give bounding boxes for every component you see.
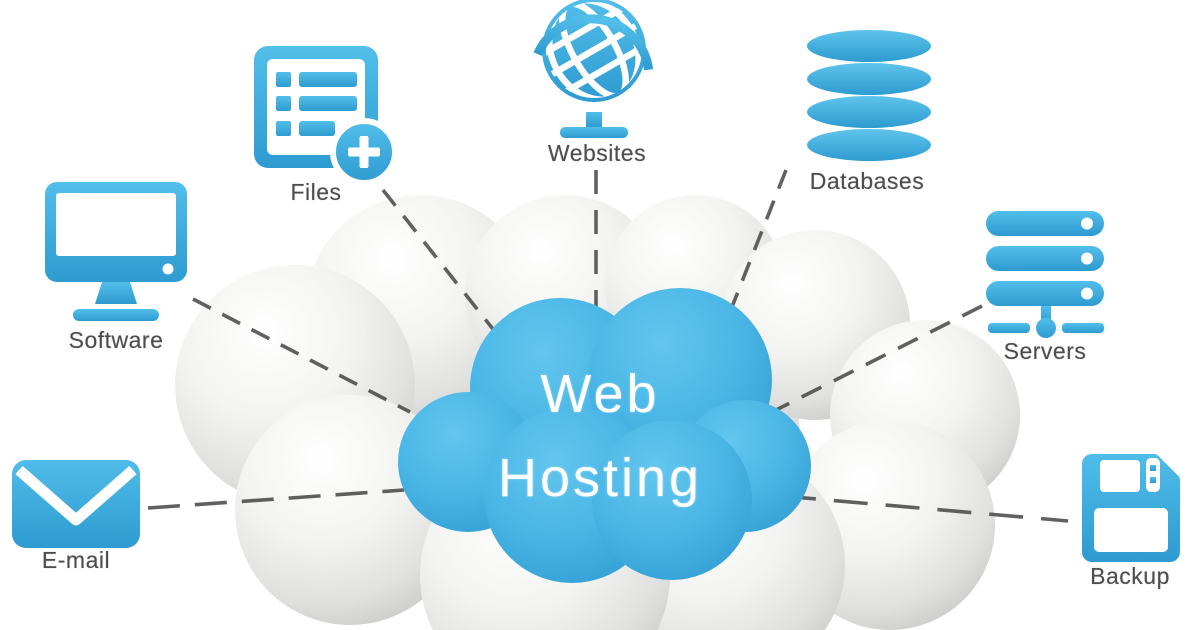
hub-title-line1: Web <box>540 364 660 424</box>
file-list-add-icon <box>254 46 398 186</box>
globe-icon <box>528 0 660 138</box>
plus-icon <box>348 136 380 168</box>
envelope-icon <box>12 460 140 548</box>
floppy-shutter <box>1100 460 1140 492</box>
server-leds <box>1081 217 1093 300</box>
database-discs <box>807 30 931 161</box>
database-stack-icon <box>807 30 931 161</box>
connector-servers <box>775 304 983 412</box>
hub-title: Web Hosting <box>440 352 760 520</box>
node-label-websites: Websites <box>547 140 647 166</box>
floppy-disk-icon <box>1082 454 1180 562</box>
file-list-rows <box>276 72 357 136</box>
node-label-servers: Servers <box>1003 338 1087 364</box>
connector-software <box>192 297 411 414</box>
node-label-files: Files <box>290 179 342 205</box>
node-label-databases: Databases <box>809 168 925 194</box>
hub-title-line2: Hosting <box>497 448 703 508</box>
globe-cradle <box>533 14 654 71</box>
monitor-screen <box>56 193 176 256</box>
floppy-label <box>1094 508 1168 552</box>
web-hosting-cloud <box>398 288 811 583</box>
node-label-software: Software <box>68 327 164 353</box>
node-label-email: E-mail <box>41 547 111 573</box>
power-led <box>162 263 174 275</box>
server-rack-icon <box>986 211 1104 338</box>
server-bars <box>986 211 1104 306</box>
envelope-flap <box>15 465 137 526</box>
node-label-backup: Backup <box>1090 563 1170 589</box>
monitor-icon <box>45 182 187 321</box>
connector-backup <box>781 494 1069 523</box>
connector-email <box>147 488 405 510</box>
